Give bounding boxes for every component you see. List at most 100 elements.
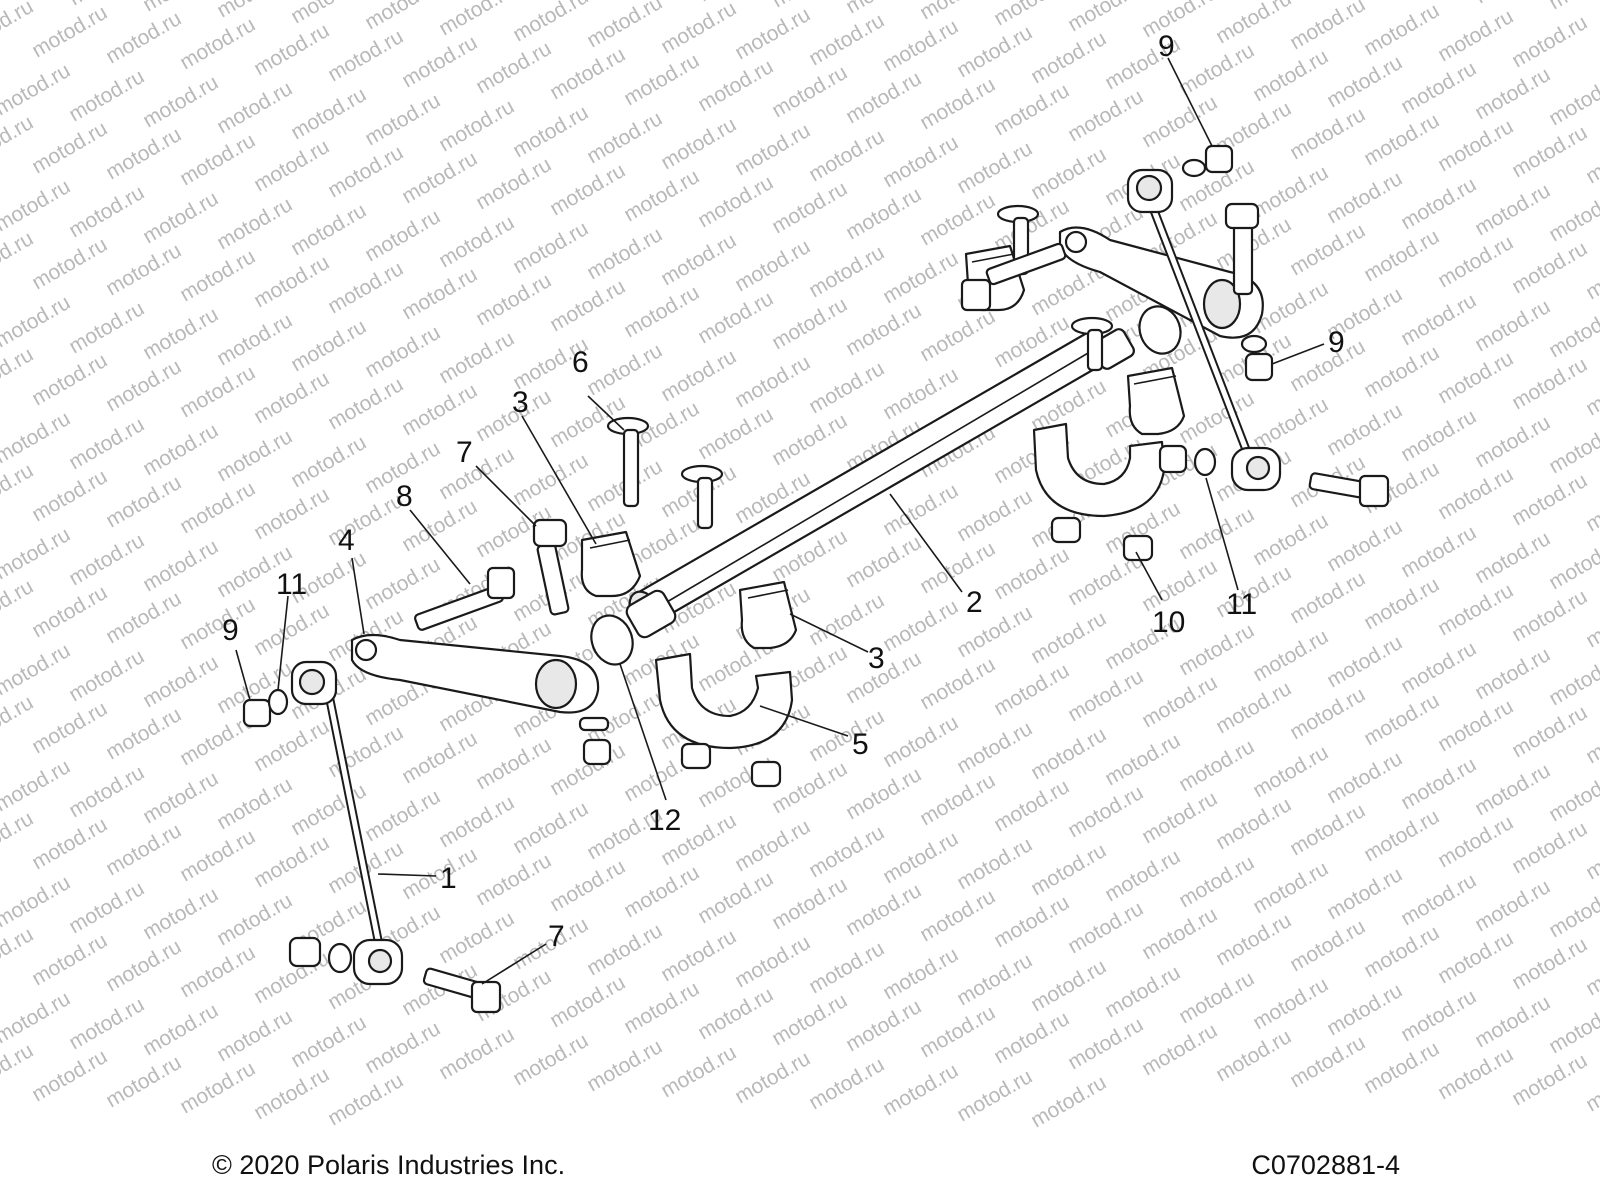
watermark-text: motod.ru [1212, 0, 1295, 48]
watermark-text: motod.ru [176, 129, 259, 190]
watermark-text: motod.ru [768, 409, 851, 470]
watermark-text: motod.ru [1138, 91, 1221, 152]
watermark-text: motod.ru [1434, 695, 1517, 756]
watermark-text: motod.ru [28, 1045, 111, 1106]
watermark-text: motod.ru [435, 791, 518, 852]
watermark-text: motod.ru [65, 297, 148, 358]
watermark-text: motod.ru [1434, 231, 1517, 292]
watermark-text: motod.ru [620, 977, 703, 1038]
watermark-text: motod.ru [1249, 509, 1332, 570]
watermark-text: motod.ru [1175, 619, 1258, 680]
watermark-text: motod.ru [916, 0, 999, 24]
watermark-text: motod.ru [805, 1053, 888, 1114]
watermark-text: motod.ru [1434, 811, 1517, 872]
watermark-text: motod.ru [176, 941, 259, 1002]
callout-leaders [235, 57, 1325, 985]
watermark-text: motod.ru [694, 867, 777, 928]
watermark-text: motod.ru [1175, 735, 1258, 796]
watermark-text: motod.ru [250, 1063, 333, 1124]
watermark-text: motod.ru [1397, 985, 1480, 1046]
watermark-text: motod.ru [65, 877, 148, 938]
watermark-text: motod.ru [1323, 51, 1406, 112]
watermark-text: motod.ru [879, 247, 962, 308]
watermark-text: motod.ru [1434, 1043, 1517, 1104]
washer-right-lower [1193, 447, 1217, 477]
watermark-text: motod.ru [1027, 1071, 1110, 1132]
watermark-text: motod.ru [805, 821, 888, 882]
watermark-text: motod.ru [583, 0, 666, 52]
watermark-text: motod.ru [583, 1035, 666, 1096]
watermark-text: motod.ru [805, 357, 888, 418]
watermark-text: motod.ru [1360, 1037, 1443, 1098]
watermark-text: motod.ru [139, 999, 222, 1060]
seal-ring-right [1138, 305, 1182, 355]
callout-4: 4 [338, 524, 355, 557]
watermark-text: motod.ru [1397, 173, 1480, 234]
watermark-text: motod.ru [694, 0, 777, 6]
watermark-text: motod.ru [620, 861, 703, 922]
watermark-text: motod.ru [731, 235, 814, 296]
watermark-text: motod.ru [287, 83, 370, 144]
watermark-text: motod.ru [250, 831, 333, 892]
watermark-text: motod.ru [1323, 399, 1406, 460]
watermark-text: motod.ru [509, 0, 592, 46]
pin-left-2 [680, 464, 724, 530]
watermark-text: motod.ru [1175, 967, 1258, 1028]
watermark-text: motod.ru [1545, 881, 1600, 942]
watermark-text: motod.ru [435, 1023, 518, 1084]
watermark-text: motod.ru [1397, 521, 1480, 582]
link-rod-right [1126, 168, 1282, 492]
watermark-text: motod.ru [1397, 869, 1480, 930]
watermark-text: motod.ru [842, 183, 925, 244]
watermark-text: motod.ru [0, 871, 74, 932]
watermark-text: motod.ru [213, 77, 296, 138]
washer-left-lower [327, 942, 353, 974]
watermark-text: motod.ru [842, 0, 925, 18]
watermark-text: motod.ru [213, 773, 296, 834]
watermark-text: motod.ru [250, 251, 333, 312]
washer-right-mid [1240, 334, 1268, 354]
watermark-text: motod.ru [435, 327, 518, 388]
watermark-text: motod.ru [805, 125, 888, 186]
flange-nut-left-3 [750, 760, 782, 788]
watermark-text: motod.ru [1027, 955, 1110, 1016]
watermark-text: motod.ru [1064, 1013, 1147, 1074]
watermark-text: motod.ru [213, 193, 296, 254]
watermark-text: motod.ru [1286, 219, 1369, 280]
watermark-text: motod.ru [916, 189, 999, 250]
watermark-text: motod.ru [102, 239, 185, 300]
watermark-text: motod.ru [1064, 897, 1147, 958]
watermark-text: motod.ru [1508, 933, 1591, 994]
watermark-text: motod.ru [361, 1017, 444, 1078]
callout-11-right: 11 [1226, 588, 1257, 621]
watermark-text: motod.ru [1027, 723, 1110, 784]
watermark-text: motod.ru [1397, 753, 1480, 814]
watermark-text: motod.ru [731, 351, 814, 412]
watermark-text: motod.ru [990, 1007, 1073, 1068]
watermark-text: motod.ru [657, 0, 740, 58]
watermark-text: motod.ru [768, 177, 851, 238]
watermark-text: motod.ru [509, 217, 592, 278]
watermark-text: motod.ru [990, 0, 1073, 30]
watermark-text: motod.ru [620, 165, 703, 226]
watermark-text: motod.ru [250, 19, 333, 80]
watermark-text: motod.ru [398, 263, 481, 324]
watermark-text: motod.ru [694, 287, 777, 348]
watermark-text: motod.ru [509, 1029, 592, 1090]
watermark-text: motod.ru [1064, 781, 1147, 842]
watermark-text: motod.ru [361, 89, 444, 150]
watermark-text: motod.ru [953, 137, 1036, 198]
watermark-text: motod.ru [1323, 979, 1406, 1040]
watermark-text: motod.ru [879, 711, 962, 772]
watermark-text: motod.ru [546, 43, 629, 104]
watermark-text: motod.ru [1545, 997, 1600, 1058]
watermark-text: motod.ru [1360, 689, 1443, 750]
washer-right-top [1181, 158, 1207, 178]
watermark-text: motod.ru [324, 25, 407, 86]
watermark-text: motod.ru [657, 925, 740, 986]
watermark-text: motod.ru [1434, 347, 1517, 408]
watermark-text: motod.ru [0, 175, 74, 236]
watermark-text: motod.ru [1175, 851, 1258, 912]
watermark-text: motod.ru [657, 345, 740, 406]
watermark-text: motod.ru [1175, 503, 1258, 564]
